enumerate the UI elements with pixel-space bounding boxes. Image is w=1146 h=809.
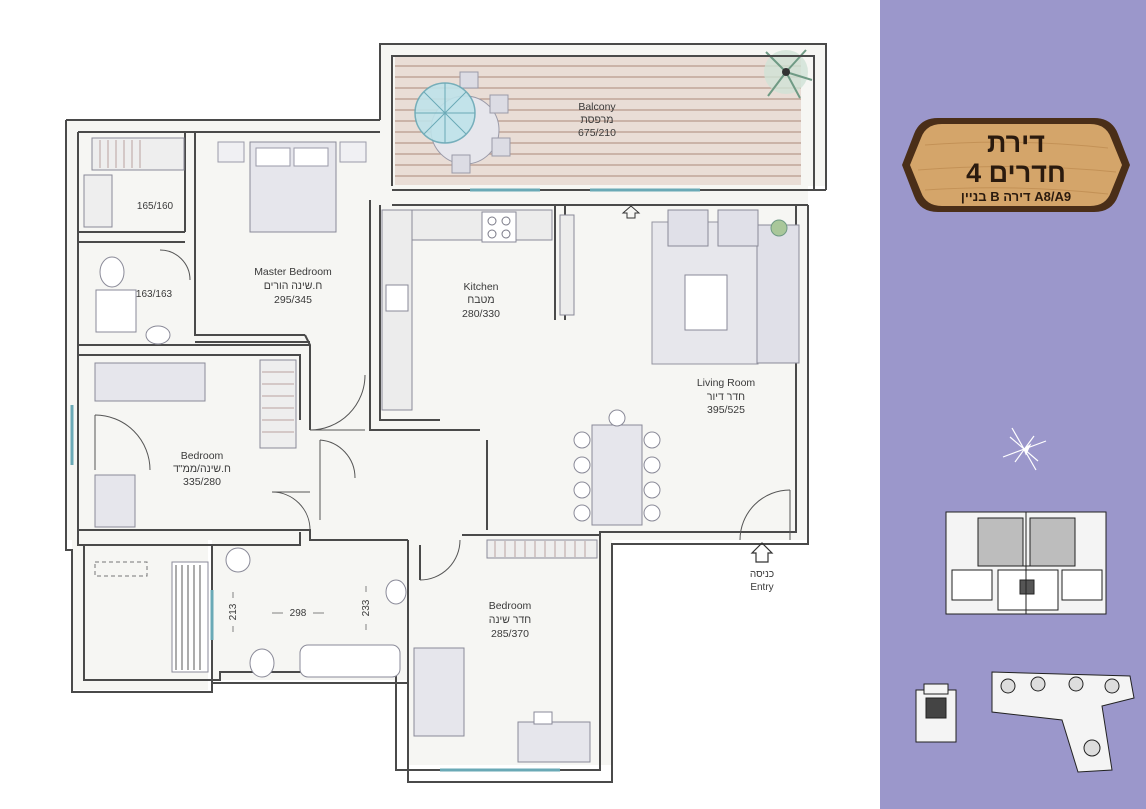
closet-dim: 165/160 [137,201,174,212]
master-bedroom-dim: 295/345 [274,294,312,306]
balcony-dim: 675/210 [578,127,616,139]
dimension-ticks [232,586,367,632]
furniture [83,137,800,763]
floor-plan: Balcony מרפסת 675/210 Master Bedroom ח.ש… [65,43,827,783]
bath-width-dim: 298 [290,608,307,619]
title-sign: דירת 4 חדרים בניין B דירה A8/A9 [902,118,1130,212]
entry-label-en: Entry [750,582,773,593]
bath-left-dim: 213 [228,603,239,620]
walls [65,43,827,783]
living-room-label-he: חדר דיור [707,391,745,403]
living-room-dim: 395/525 [707,404,745,416]
title-line1: דירת [987,128,1045,158]
master-bedroom-label-en: Master Bedroom [254,266,332,278]
door-swings [94,249,791,581]
building-keyplan-icon [945,511,1107,615]
bedroom-dim: 285/370 [491,628,529,640]
kitchen-label-en: Kitchen [463,281,498,293]
master-bath-dim: 163/163 [136,289,173,300]
kitchen-label-he: מטבח [467,294,494,306]
entry-label-he: כניסה [750,569,774,580]
bedroom-label-en: Bedroom [489,600,532,612]
title-line2: 4 חדרים [966,158,1066,188]
kitchen-dim: 280/330 [462,308,500,320]
bedroom-safe-label-en: Bedroom [181,450,224,462]
balcony-table [414,71,511,174]
balcony-label-en: Balcony [578,101,616,113]
entry-arrow-icon [750,542,774,563]
site-keyplan-icon [915,671,1135,773]
master-bedroom-label-he: ח.שינה הורים [264,280,323,292]
compass-icon [1002,427,1047,471]
bedroom-safe-label-he: ח.שינה/ממ"ד [173,463,231,475]
bedroom-label-he: חדר שינה [489,614,531,626]
living-room-label-en: Living Room [697,377,756,389]
title-line3: בניין B דירה A8/A9 [961,189,1071,204]
bedroom-safe-dim: 335/280 [183,476,221,488]
info-panel: דירת 4 חדרים בניין B דירה A8/A9 [880,0,1146,809]
window-arrow-icon [621,205,641,219]
room-labels: Balcony מרפסת 675/210 Master Bedroom ח.ש… [136,101,774,640]
windows [70,188,700,772]
info-panel-graphics: דירת 4 חדרים בניין B דירה A8/A9 [902,118,1135,773]
bath-right-dim: 233 [361,599,372,616]
balcony-label-he: מרפסת [581,114,614,126]
